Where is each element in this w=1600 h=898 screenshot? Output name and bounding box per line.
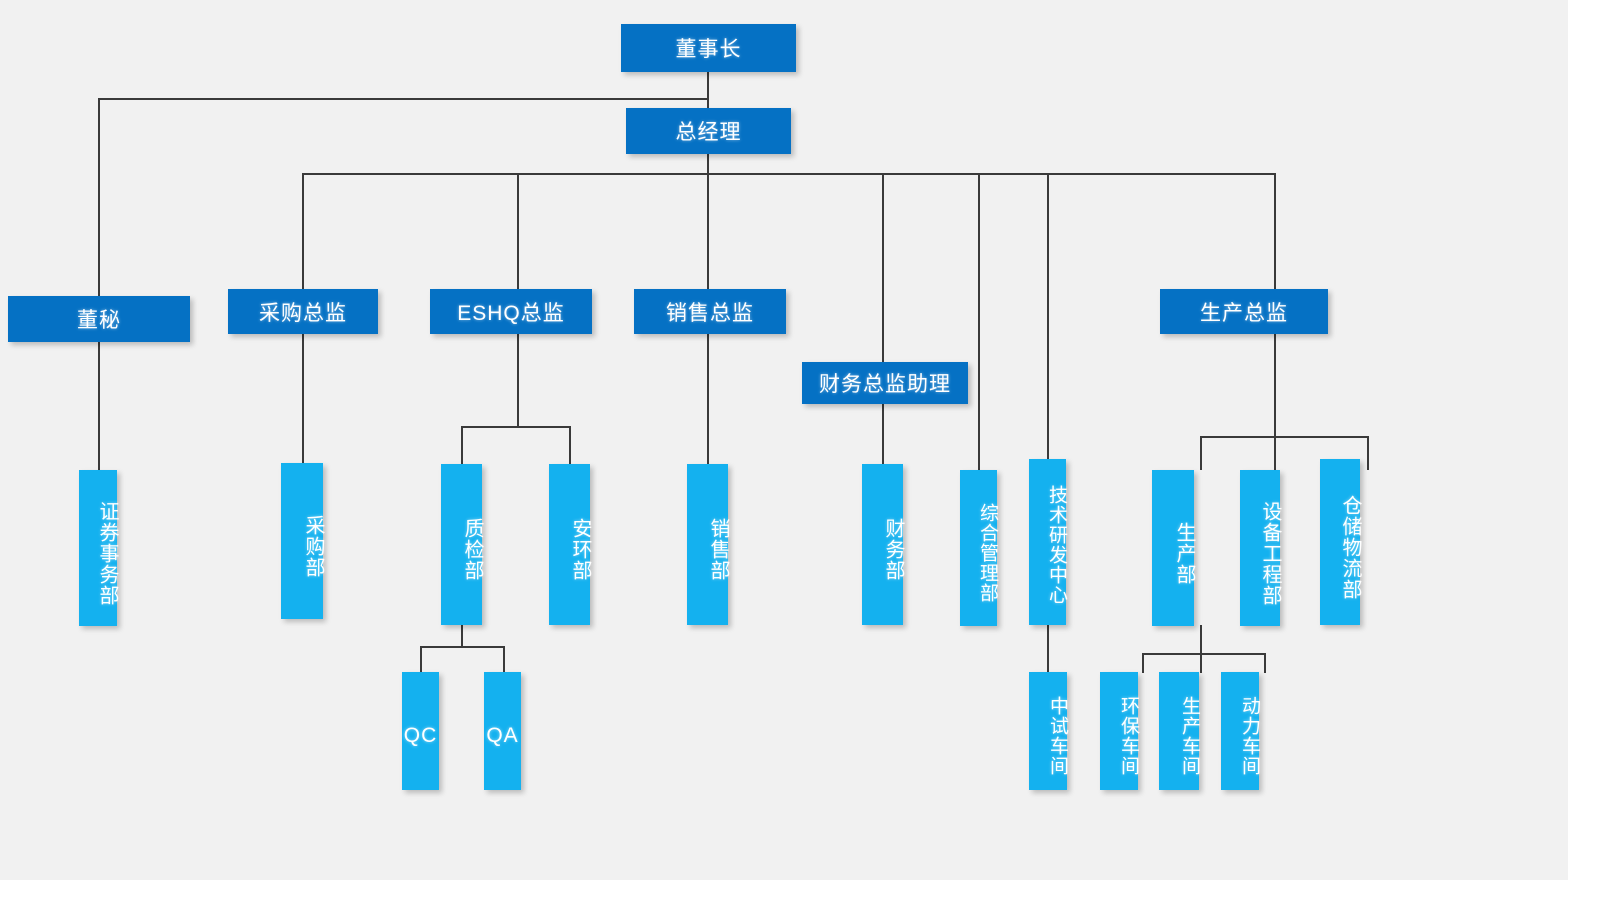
connector-production-dept-stem: [1200, 625, 1202, 654]
connector-sales-director-to-dept: [707, 334, 709, 470]
connector-production-director-stem: [1274, 334, 1276, 437]
page-gutter-bottom: [0, 880, 1600, 898]
node-production-workshop[interactable]: 生产车间: [1159, 672, 1200, 790]
connector-finance-assistant-to-dept: [882, 404, 884, 470]
node-warehouse-logistics-dept[interactable]: 仓储物流部: [1320, 459, 1361, 625]
node-pilot-workshop[interactable]: 中试车间: [1029, 672, 1068, 790]
node-sales-director[interactable]: 销售总监: [634, 289, 786, 334]
node-qc[interactable]: QC: [402, 672, 439, 790]
connector-production-dept-to-environment-workshop: [1142, 653, 1144, 673]
connector-eshq-to-quality-dept: [461, 426, 463, 470]
connector-gm-to-general-management-dept: [978, 173, 980, 470]
node-equipment-engineering-dept[interactable]: 设备工程部: [1240, 470, 1281, 626]
connector-production-dept-to-production-workshop: [1200, 653, 1202, 673]
node-rd-center[interactable]: 技术研发中心: [1029, 459, 1067, 625]
connector-gm-stem: [707, 154, 709, 174]
node-eshq-director[interactable]: ESHQ总监: [430, 289, 592, 334]
connector-chairman-bus: [98, 98, 709, 100]
node-equipment-engineering-dept-label: 设备工程部: [1259, 500, 1281, 606]
node-environment-workshop-label: 环保车间: [1118, 696, 1139, 776]
connector-board-secretary-to-securities-dept: [98, 342, 100, 470]
node-securities-affairs-dept[interactable]: 证券事务部: [79, 470, 118, 626]
connector-gm-to-eshq-director: [517, 173, 519, 289]
node-pilot-workshop-label: 中试车间: [1047, 696, 1068, 776]
node-chairman-label: 董事长: [675, 38, 742, 61]
node-qa-label: QA: [486, 723, 519, 747]
connector-production-dept-bus: [1142, 653, 1266, 655]
node-finance-dept[interactable]: 财务部: [862, 464, 904, 625]
node-qa[interactable]: QA: [484, 672, 521, 790]
node-warehouse-logistics-dept-label: 仓储物流部: [1339, 494, 1361, 600]
node-qc-label: QC: [403, 723, 438, 747]
connector-production-director-to-equipment-dept: [1274, 436, 1276, 470]
connector-to-board-secretary: [98, 98, 100, 296]
connector-gm-to-procurement-director: [302, 173, 304, 289]
connector-production-director-to-warehouse-dept: [1367, 436, 1369, 470]
connector-chairman-stem: [707, 72, 709, 100]
node-finance-director-assistant-label: 财务总监助理: [819, 373, 951, 396]
node-general-management-dept-label: 综合管理部: [977, 503, 998, 603]
node-procurement-director[interactable]: 采购总监: [228, 289, 378, 334]
connector-rd-center-to-pilot-workshop: [1047, 625, 1049, 673]
connector-production-director-to-production-dept: [1200, 436, 1202, 470]
connector-chairman-to-gm: [707, 98, 709, 109]
node-securities-affairs-dept-label: 证券事务部: [96, 500, 118, 606]
node-production-director-label: 生产总监: [1200, 301, 1288, 325]
connector-quality-dept-stem: [461, 625, 463, 647]
node-production-workshop-label: 生产车间: [1179, 696, 1200, 776]
connector-gm-to-finance-director-assistant: [882, 173, 884, 362]
connector-gm-to-production-director: [1274, 173, 1276, 289]
connector-eshq-to-safety-dept: [569, 426, 571, 470]
connector-procurement-director-to-dept: [302, 334, 304, 470]
node-environment-workshop[interactable]: 环保车间: [1100, 672, 1139, 790]
connector-quality-dept-bus: [420, 646, 505, 648]
node-safety-environment-dept-label: 安环部: [569, 518, 591, 581]
node-board-secretary-label: 董秘: [77, 309, 121, 332]
page-gutter-right: [1568, 0, 1600, 898]
connector-quality-to-qc: [420, 646, 422, 673]
node-power-workshop[interactable]: 动力车间: [1221, 672, 1260, 790]
node-rd-center-label: 技术研发中心: [1046, 485, 1067, 605]
node-chairman[interactable]: 董事长: [621, 24, 796, 72]
node-board-secretary[interactable]: 董秘: [8, 296, 190, 342]
connector-quality-to-qa: [503, 646, 505, 673]
node-procurement-director-label: 采购总监: [259, 301, 347, 325]
connector-production-dept-to-power-workshop: [1264, 653, 1266, 673]
node-production-director[interactable]: 生产总监: [1160, 289, 1328, 334]
connector-eshq-bus: [461, 426, 571, 428]
connector-gm-to-rd-center: [1047, 173, 1049, 470]
node-procurement-dept[interactable]: 采购部: [281, 463, 324, 619]
node-finance-dept-label: 财务部: [882, 518, 904, 581]
connector-gm-to-sales-director: [707, 173, 709, 289]
node-sales-dept-label: 销售部: [707, 518, 729, 581]
node-safety-environment-dept[interactable]: 安环部: [549, 464, 591, 625]
node-power-workshop-label: 动力车间: [1239, 696, 1260, 776]
connector-eshq-stem: [517, 334, 519, 427]
node-finance-director-assistant[interactable]: 财务总监助理: [802, 362, 968, 404]
node-general-manager[interactable]: 总经理: [626, 108, 791, 154]
node-eshq-director-label: ESHQ总监: [457, 301, 565, 325]
node-sales-dept[interactable]: 销售部: [687, 464, 729, 625]
node-general-management-dept[interactable]: 综合管理部: [960, 470, 998, 626]
connector-production-director-bus: [1200, 436, 1369, 438]
connector-gm-bus: [302, 173, 1276, 175]
node-sales-director-label: 销售总监: [666, 301, 754, 325]
node-production-dept[interactable]: 生产部: [1152, 470, 1195, 626]
node-production-dept-label: 生产部: [1173, 521, 1195, 585]
node-quality-inspection-dept-label: 质检部: [461, 518, 483, 581]
node-quality-inspection-dept[interactable]: 质检部: [441, 464, 483, 625]
node-general-manager-label: 总经理: [675, 121, 742, 144]
node-procurement-dept-label: 采购部: [302, 514, 324, 578]
